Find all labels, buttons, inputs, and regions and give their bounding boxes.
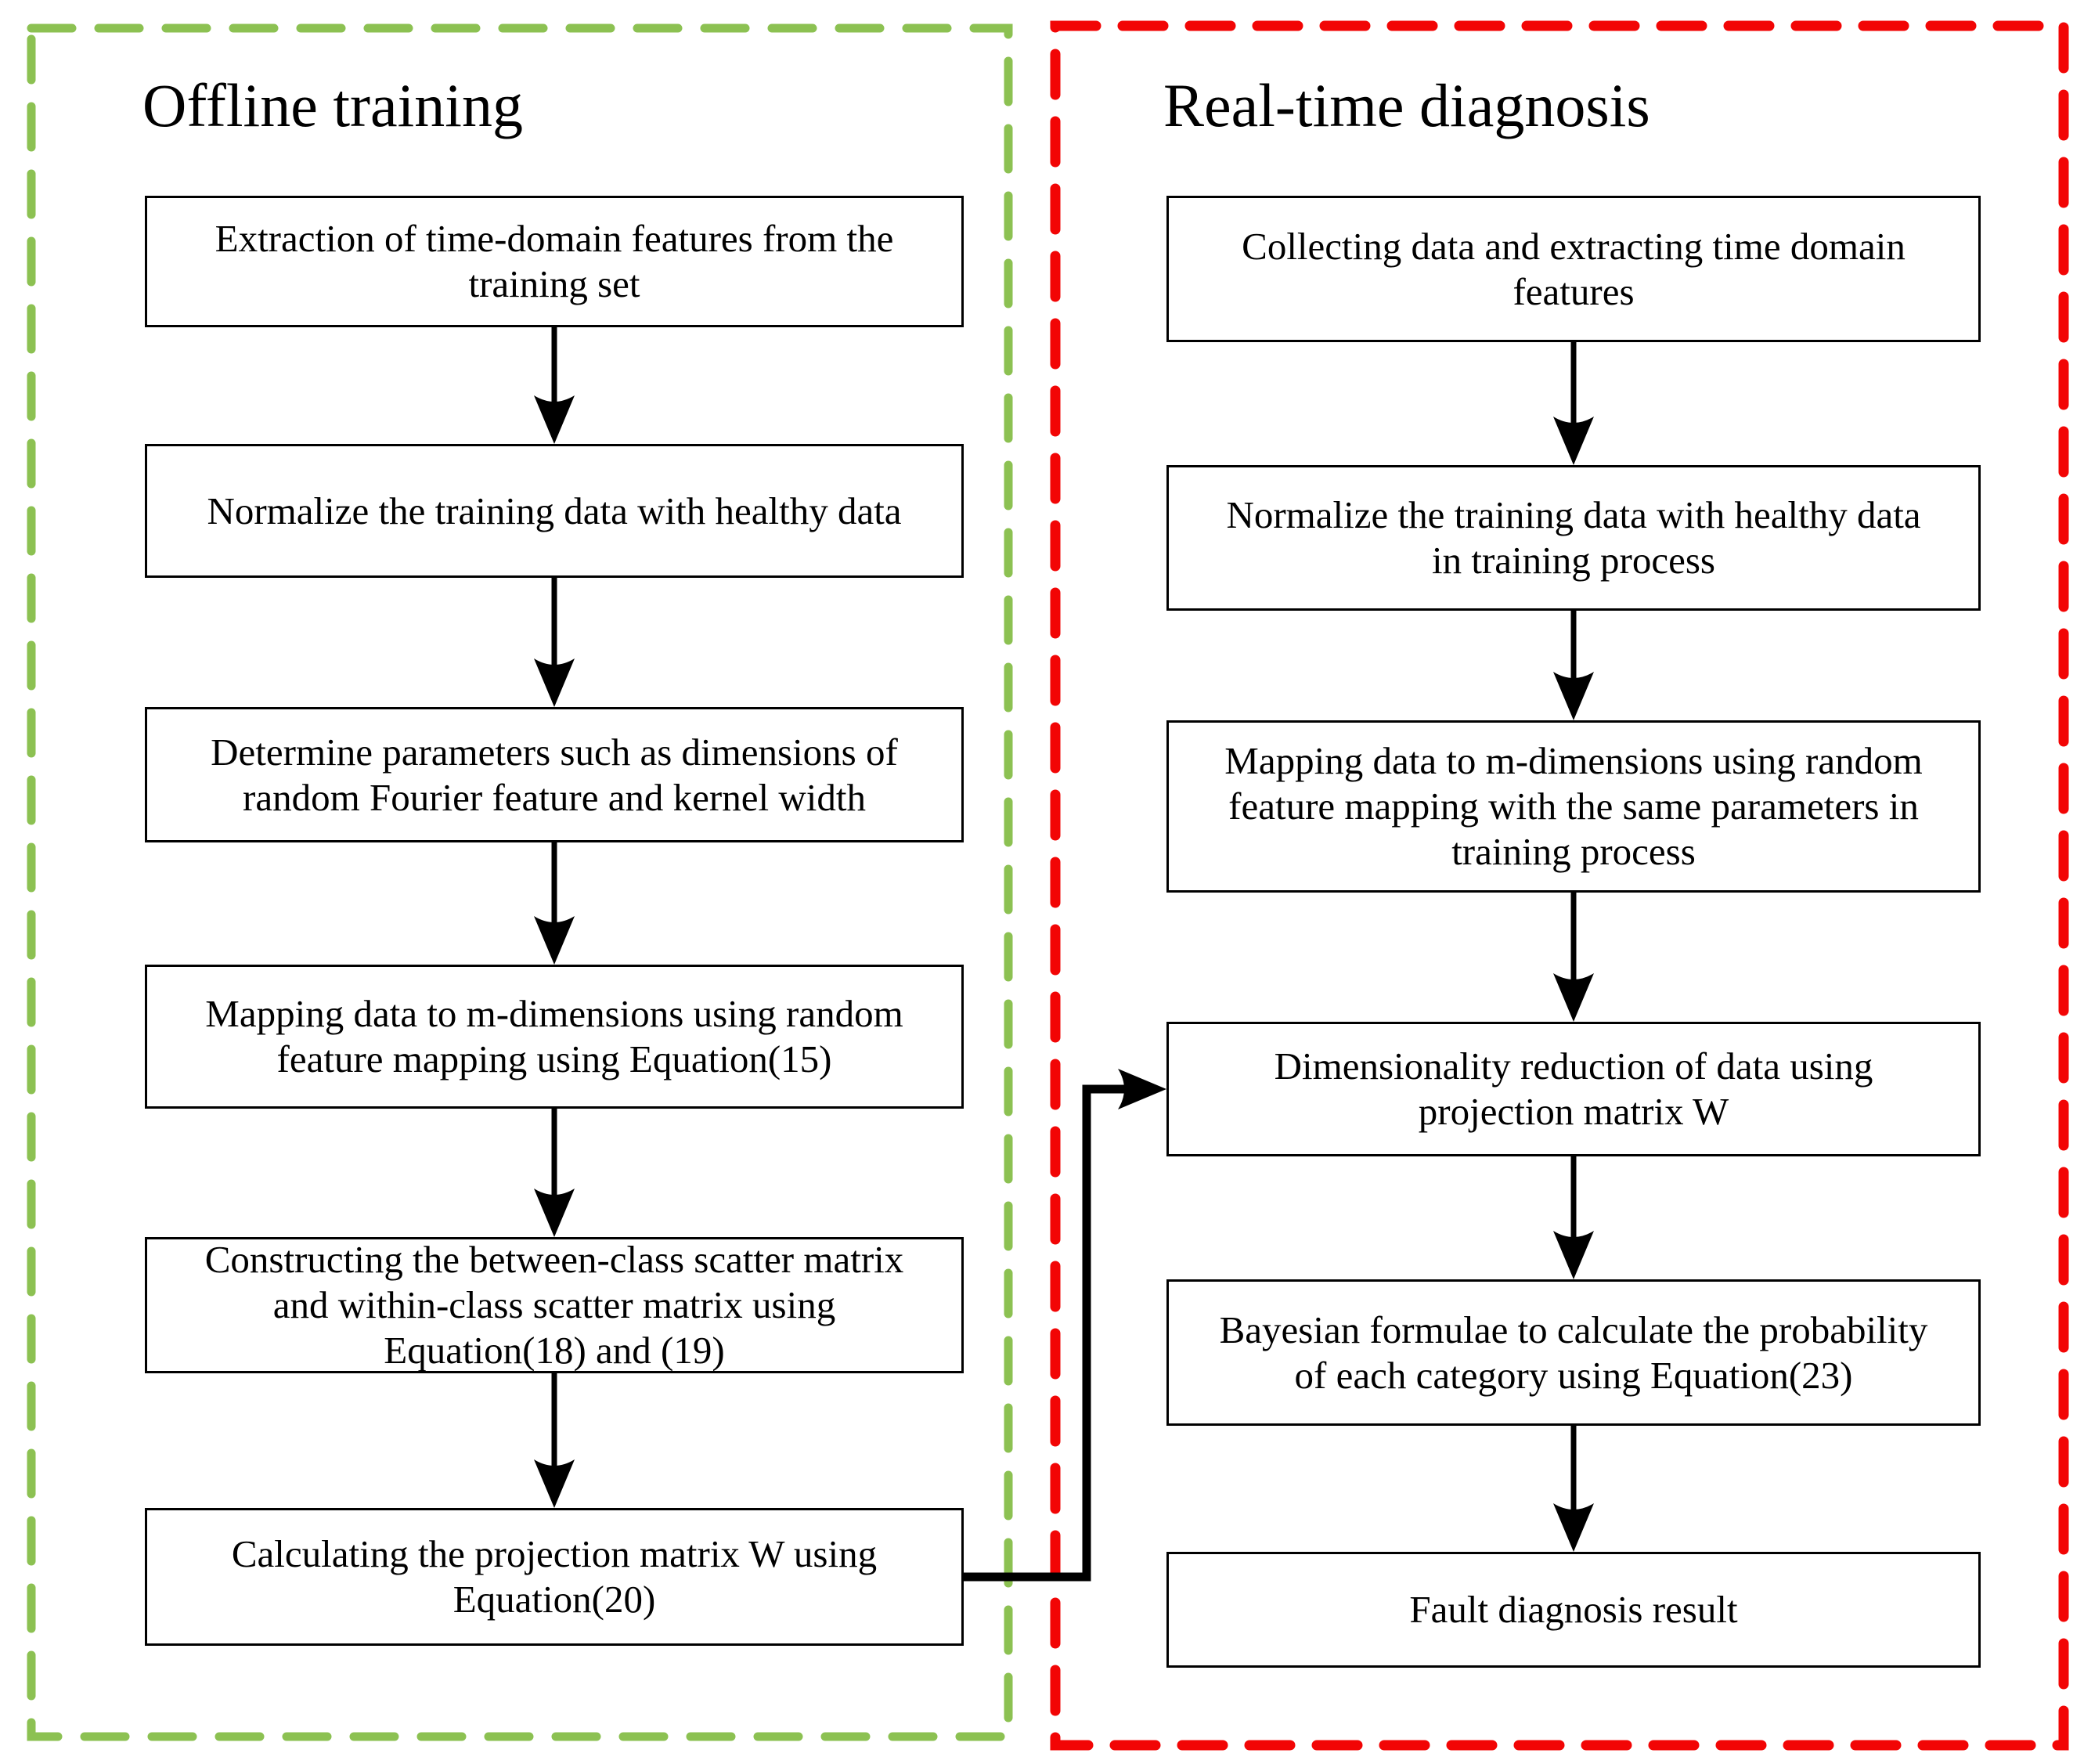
offline-step-construct-scatter-matrix: Constructing the between-class scatter m… [145,1237,964,1373]
offline-panel-border [27,23,1013,1741]
realtime-step-bayesian-probability: Bayesian formulae to calculate the proba… [1166,1279,1981,1426]
realtime-step-dimensionality-reduction: Dimensionality reduction of data using p… [1166,1022,1981,1156]
realtime-step-mapping-data: Mapping data to m-dimensions using rando… [1166,720,1981,893]
offline-step-normalize-data: Normalize the training data with healthy… [145,444,964,578]
realtime-step-normalize-data: Normalize the training data with healthy… [1166,465,1981,611]
realtime-flow-arrows [1553,342,1594,1552]
offline-step-calculate-projection-matrix: Calculating the projection matrix W usin… [145,1508,964,1646]
cross-link-arrow [964,1069,1166,1582]
offline-panel-title: Offline training [142,71,523,139]
realtime-step-fault-diagnosis-result: Fault diagnosis result [1166,1552,1981,1668]
realtime-panel-title: Real-time diagnosis [1163,71,1650,139]
realtime-panel-border [1050,20,2069,1751]
offline-step-mapping-data: Mapping data to m-dimensions using rando… [145,965,964,1109]
offline-step-extract-features: Extraction of time-domain features from … [145,196,964,327]
realtime-step-collect-data: Collecting data and extracting time doma… [1166,196,1981,342]
offline-flow-arrows [534,327,575,1508]
offline-step-determine-parameters: Determine parameters such as dimensions … [145,707,964,842]
